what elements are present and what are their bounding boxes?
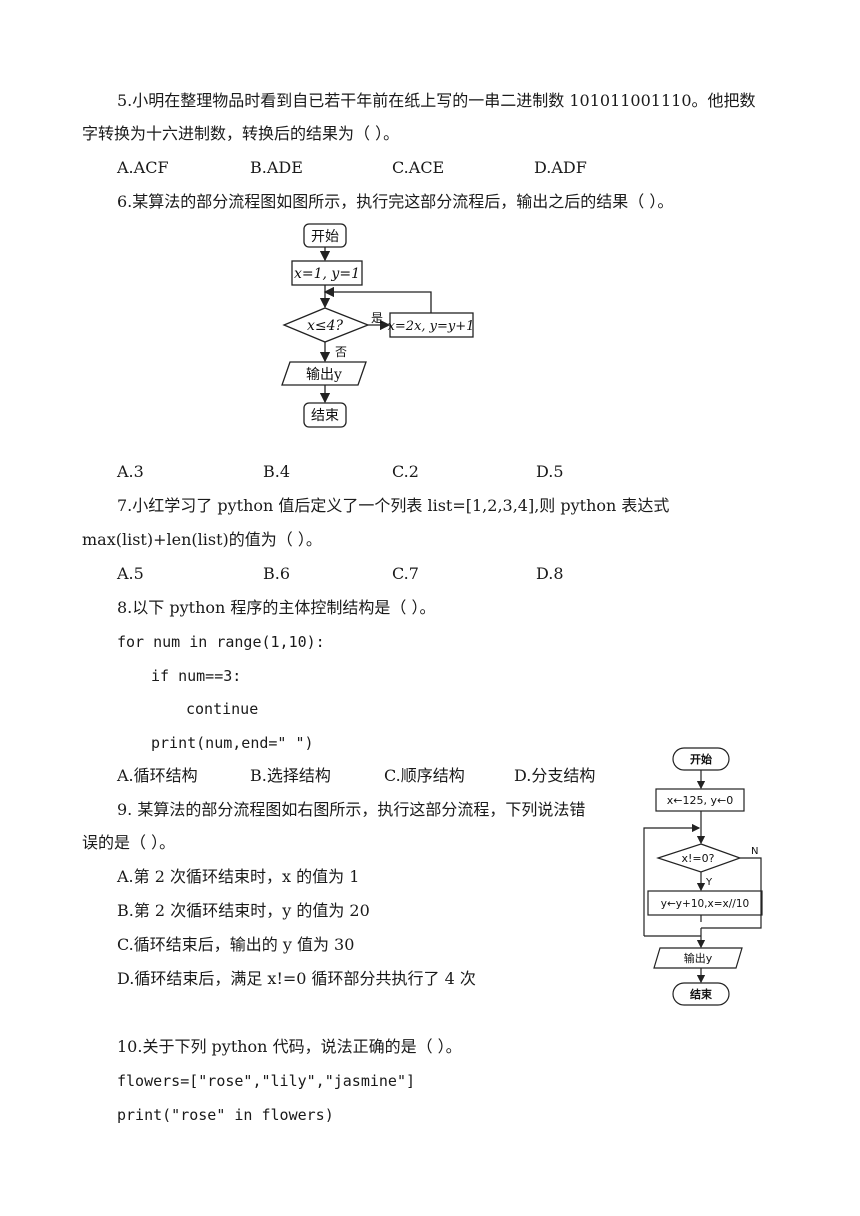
q5-stem-line2: 字转换为十六进制数，转换后的结果为（ ）。 [82,124,400,143]
q8-code-line3: continue [186,700,259,718]
q7-stem-line1: 7.小红学习了 python 值后定义了一个列表 list=[1,2,3,4],… [117,496,670,515]
q8-option-c: C.顺序结构 [384,766,465,785]
q6-option-b: B.4 [263,462,291,481]
q8-code-line2: if num==3: [151,667,242,685]
q9-option-d: D.循环结束后，满足 x!=0 循环部分共执行了 4 次 [117,969,476,988]
q6-no-label: 否 [335,345,347,359]
q8-stem: 8.以下 python 程序的主体控制结构是（ ）。 [117,598,436,617]
q6-yes-label: 是 [371,311,383,325]
q6-start-label: 开始 [311,229,339,245]
q7-option-b: B.6 [263,564,291,583]
q6-output-label: 输出y [306,367,342,383]
q9-end-label: 结束 [689,987,713,1001]
q9-init-node [655,788,745,812]
q8-code-line1: for num in range(1,10): [117,633,325,651]
q9-output-label: 输出y [684,951,713,965]
q6-body-label: x=2x, y=y+1 [388,319,475,334]
q9-stem-line2: 误的是（ ）。 [82,833,176,852]
q6-stem: 6.某算法的部分流程图如图所示，执行完这部分流程后，输出之后的结果（ ）。 [117,192,674,211]
q9-condition-label: x!=0? [682,852,715,865]
q9-init-label: x←125, y←0 [667,794,733,807]
q5-option-a: A.ACF [117,158,169,177]
q6-end-node [303,402,347,428]
q10-code-line1: flowers=["rose","lily","jasmine"] [117,1072,416,1090]
q7-option-d: D.8 [536,564,564,583]
q7-option-a: A.5 [117,564,144,583]
q8-code-line4: print(num,end=" ") [151,734,314,752]
q5-option-d: D.ADF [534,158,587,177]
q9-option-b: B.第 2 次循环结束时，y 的值为 20 [117,901,370,920]
q6-option-a: A.3 [117,462,144,481]
q9-end-node [672,982,730,1006]
q9-no-label: N [751,846,758,857]
q8-option-a: A.循环结构 [117,766,198,785]
q10-stem: 10.关于下列 python 代码，说法正确的是（ ）。 [117,1037,462,1056]
q9-body-label: y←y+10,x=x//10 [661,898,749,910]
q8-option-b: B.选择结构 [250,766,331,785]
q7-option-c: C.7 [392,564,419,583]
q8-option-d: D.分支结构 [514,766,596,785]
q9-body-node [647,890,763,916]
q9-option-c: C.循环结束后，输出的 y 值为 30 [117,935,355,954]
q6-flowchart: 开始 x=1, y=1 x≤4? 是 x=2x, y=y+1 否 输出y 结束 [281,223,475,428]
q9-yes-label: Y [705,877,713,888]
q6-output-node [281,361,367,386]
q9-option-a: A.第 2 次循环结束时，x 的值为 1 [117,867,360,886]
q9-stem-line1: 9. 某算法的部分流程图如右图所示，执行这部分流程，下列说法错 [117,800,586,819]
q5-option-c: C.ACE [392,158,445,177]
q6-option-d: D.5 [536,462,564,481]
q5-option-b: B.ADE [250,158,303,177]
q6-condition-label: x≤4? [307,318,344,334]
q6-option-c: C.2 [392,462,419,481]
q9-output-node [653,947,743,969]
q6-end-label: 结束 [311,408,339,424]
q10-code-line2: print("rose" in flowers) [117,1106,334,1124]
q9-flowchart: 开始 x←125, y←0 x!=0? N Y y←y+10,x=x//10 输… [643,747,763,1006]
q9-start-label: 开始 [690,752,712,766]
q6-init-label: x=1, y=1 [294,266,360,282]
q7-stem-line2: max(list)+len(list)的值为（ ）。 [82,530,322,549]
q5-stem-line1: 5.小明在整理物品时看到自已若干年前在纸上写的一串二进制数 1010110011… [117,91,756,110]
q6-init-node [291,260,363,286]
